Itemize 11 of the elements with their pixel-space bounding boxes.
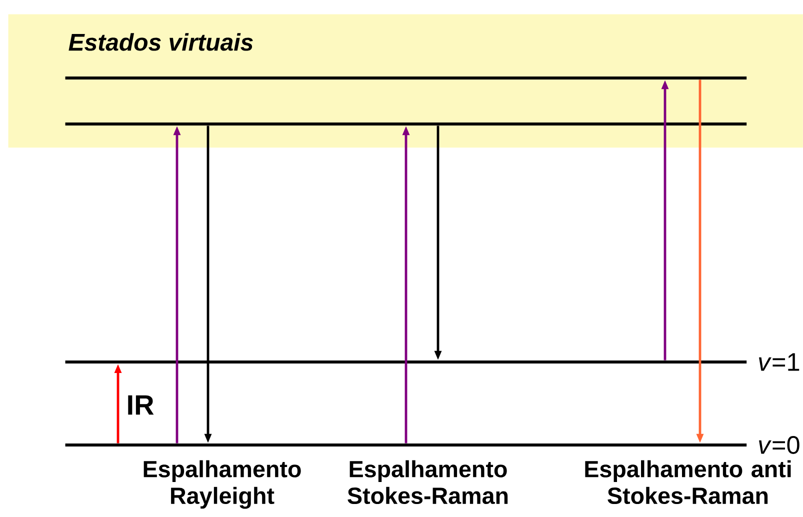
- scattering-caption: Espalhamento anti Stokes-Raman: [585, 460, 791, 504]
- virtual-states-band: Estados virtuais: [8, 14, 803, 148]
- level-label: v=1: [758, 353, 800, 371]
- energy-level-line: [65, 122, 747, 126]
- energy-level-line: [65, 76, 747, 80]
- energy-level-line: [65, 444, 747, 446]
- transition-label: IR: [128, 395, 154, 415]
- energy-level-line: [65, 360, 747, 364]
- scattering-caption: Espalhamento Stokes-Raman: [348, 460, 508, 504]
- scattering-caption: Espalhamento Rayleight: [144, 460, 301, 509]
- level-label: v=0: [758, 436, 800, 454]
